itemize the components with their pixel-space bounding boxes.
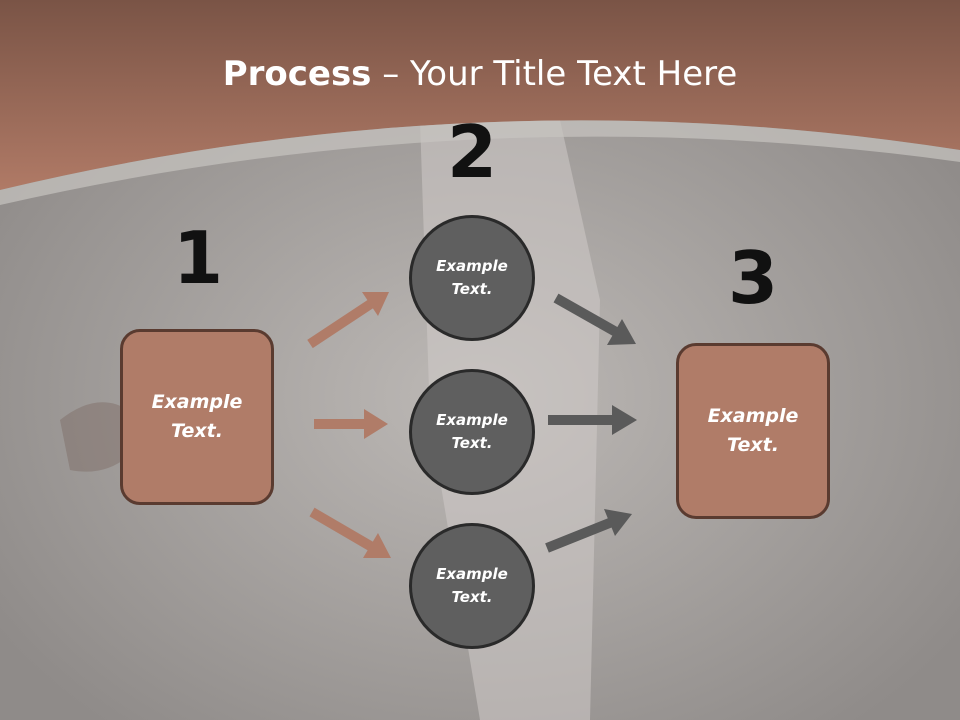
circle-bottom-line-1: Example [436, 565, 508, 583]
circle-top: Example Text. [409, 215, 535, 341]
circle-middle-line-1: Example [436, 411, 508, 429]
header-curve [0, 120, 960, 205]
step-3-text-line-1: Example [707, 405, 799, 427]
step-3-box: Example Text. [676, 343, 830, 519]
circle-top-line-2: Text. [451, 280, 493, 298]
title-rest: – Your Title Text Here [371, 54, 738, 94]
step-number-2: 2 [446, 110, 498, 194]
step-number-1: 1 [172, 216, 224, 300]
circle-middle: Example Text. [409, 369, 535, 495]
step-1-text-line-1: Example [151, 391, 243, 413]
step-3-text-line-2: Text. [727, 434, 779, 456]
circle-top-line-1: Example [436, 257, 508, 275]
circle-middle-line-2: Text. [451, 434, 493, 452]
header-band [0, 0, 960, 190]
slide-title: Process – Your Title Text Here [0, 52, 960, 96]
title-bold: Process [222, 54, 372, 94]
step-1-text-line-2: Text. [171, 420, 223, 442]
step-number-3: 3 [727, 236, 779, 320]
step-1-box: Example Text. [120, 329, 274, 505]
circle-bottom-line-2: Text. [451, 588, 493, 606]
circle-bottom: Example Text. [409, 523, 535, 649]
